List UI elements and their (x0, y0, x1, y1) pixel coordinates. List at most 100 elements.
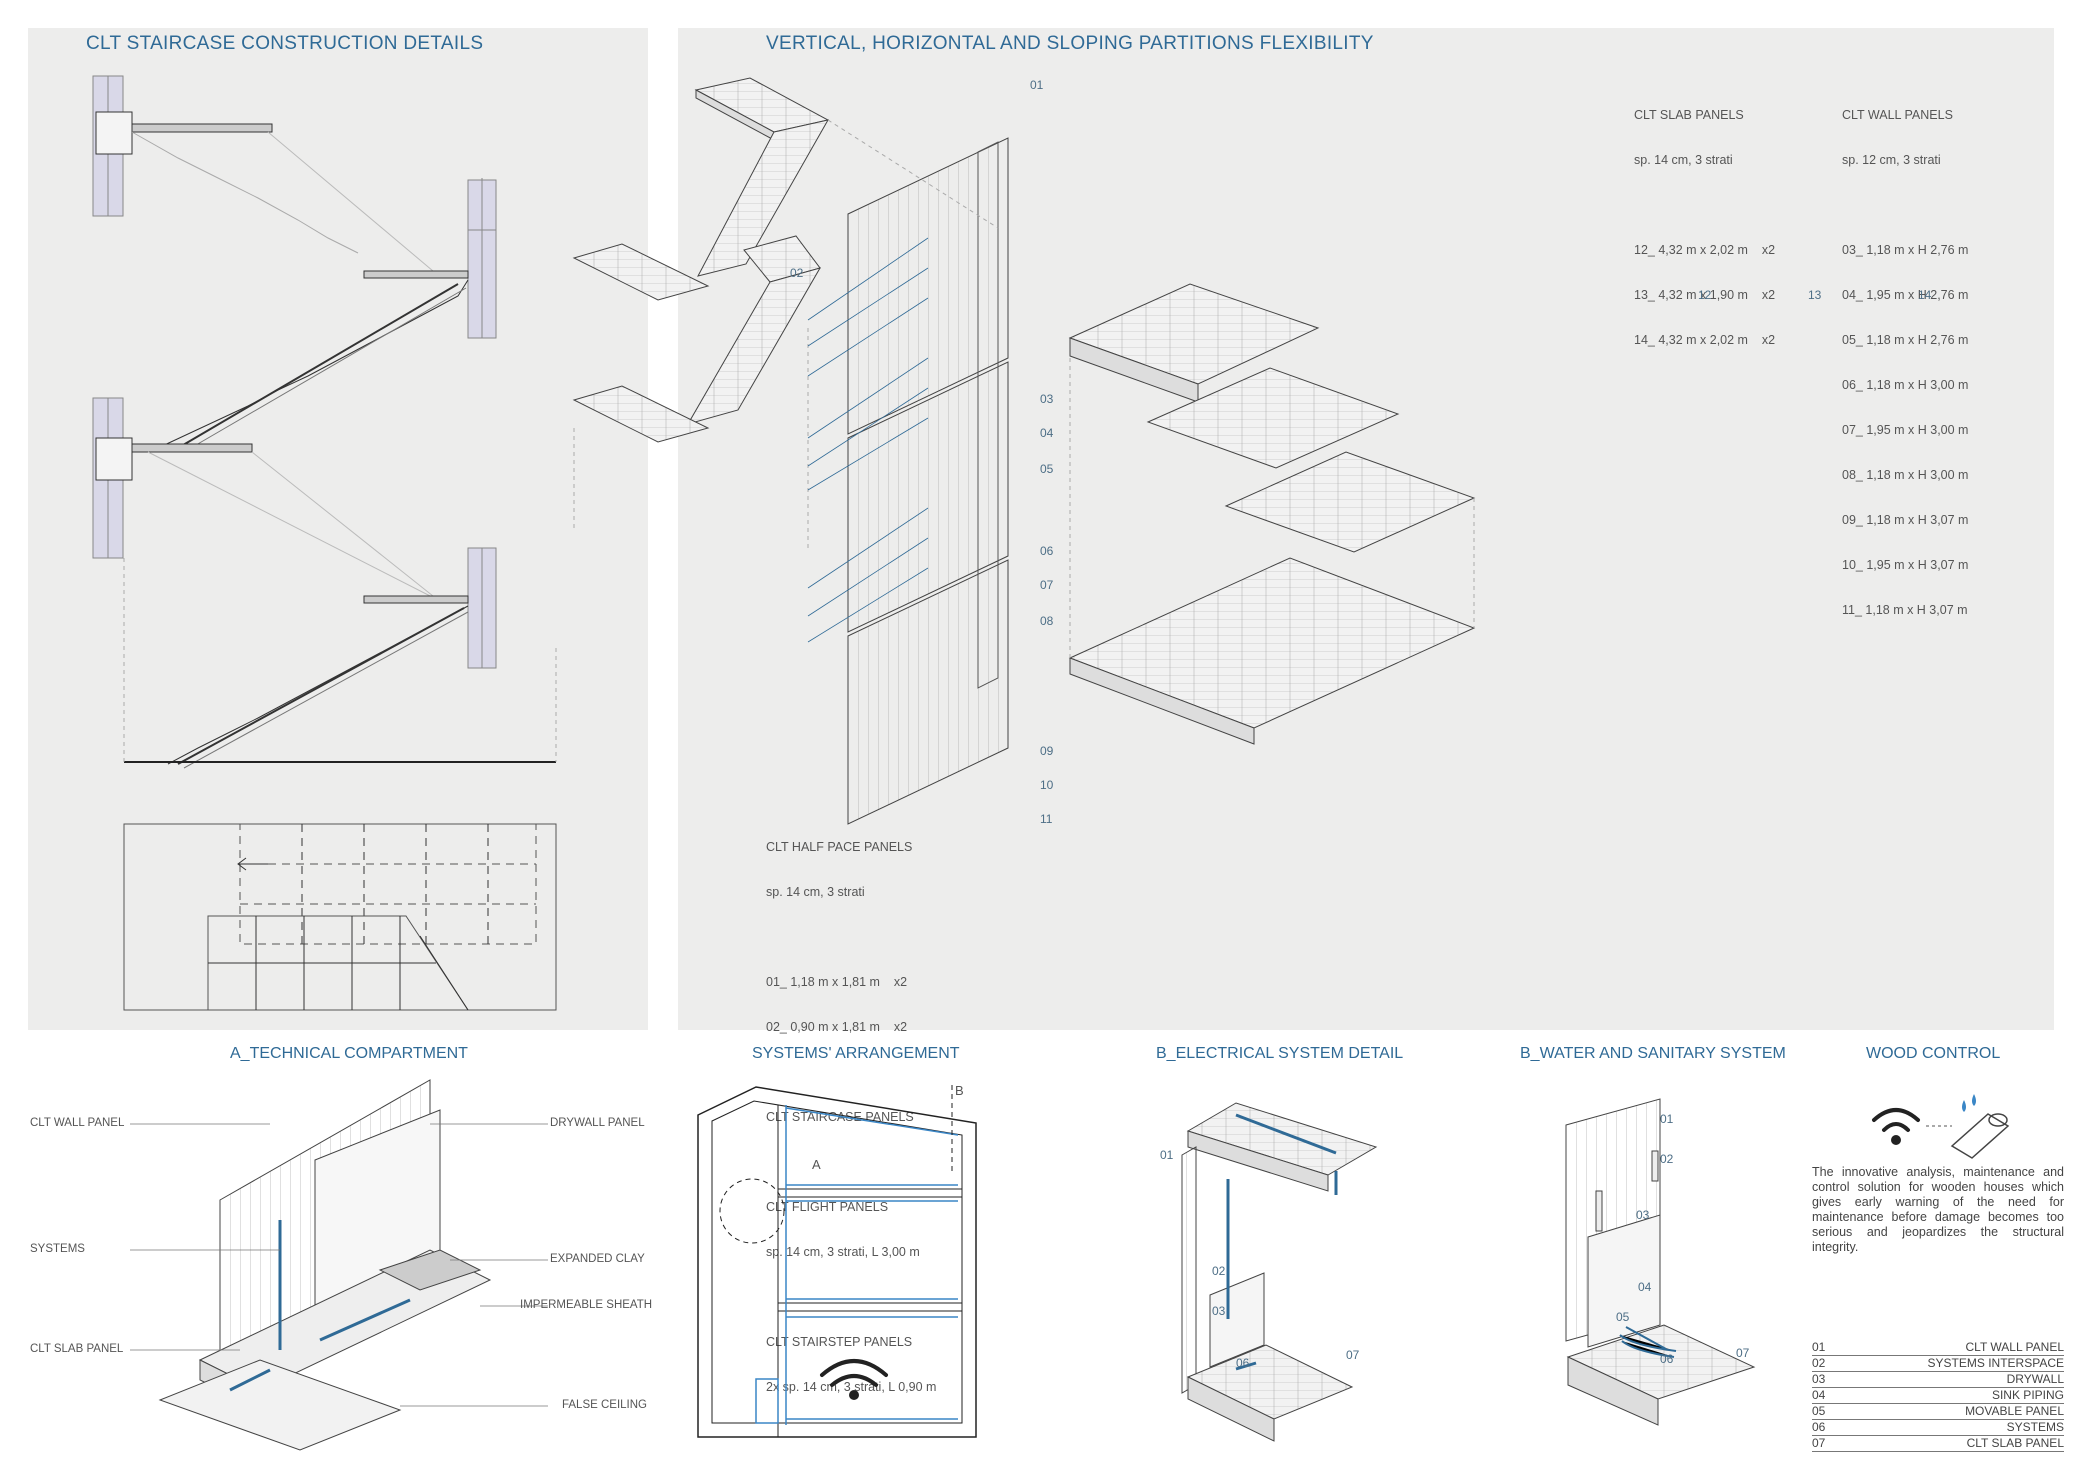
slab-panels-heading: CLT SLAB PANELS (1634, 108, 1744, 122)
staircase-panel (28, 28, 648, 1030)
legend-num: 04 (1812, 1388, 1826, 1402)
callout-14: 14 (1918, 288, 1932, 302)
legend: 01 CLT WALL PANEL 02 SYSTEMS INTERSPACE 03… (1812, 1340, 2064, 1452)
elec-callout-06: 06 (1236, 1356, 1250, 1370)
callout-11: 11 (1040, 812, 1053, 826)
elec-callout-01: 01 (1160, 1148, 1174, 1162)
wood-control-icons (1872, 1094, 2010, 1159)
callout-08: 08 (1040, 614, 1054, 628)
marker-a: A (812, 1157, 821, 1172)
slab-panel-item: 14_ 4,32 m x 2,02 m x2 (1634, 333, 1776, 347)
water-title: B_WATER AND SANITARY SYSTEM (1520, 1045, 1786, 1062)
callout-05: 05 (1040, 462, 1054, 476)
marker-b: B (955, 1083, 964, 1098)
callout-01: 01 (1030, 78, 1044, 92)
legend-row: 02 SYSTEMS INTERSPACE (1812, 1356, 2064, 1372)
wood-control-title: WOOD CONTROL (1866, 1045, 2001, 1062)
slab-panel-item: 13_ 4,32 m x 1,90 m x2 (1634, 288, 1776, 302)
legend-num: 05 (1812, 1404, 1826, 1418)
water-drops-icon (1962, 1094, 1976, 1112)
legend-row: 05 MOVABLE PANEL (1812, 1404, 2064, 1420)
callout-12: 12 (1698, 288, 1712, 302)
systems-arrangement-drawing (697, 1085, 977, 1438)
partitions-title: VERTICAL, HORIZONTAL AND SLOPING PARTITI… (766, 33, 1374, 54)
legend-num: 01 (1812, 1340, 1826, 1354)
electrical-title: B_ELECTRICAL SYSTEM DETAIL (1156, 1045, 1404, 1062)
slab-panels-thickness: sp. 14 cm, 3 strati (1634, 153, 1733, 167)
wifi-icon (820, 1359, 888, 1400)
stairstep-panels-heading: CLT STAIRSTEP PANELS (766, 1335, 913, 1349)
callout-04: 04 (1040, 426, 1054, 440)
wall-panel-item: 08_ 1,18 m x H 3,00 m (1842, 468, 1969, 482)
elec-callout-07: 07 (1346, 1348, 1360, 1362)
water-callout-07: 07 (1736, 1346, 1750, 1360)
callout-09: 09 (1040, 744, 1054, 758)
water-callout-02: 02 (1660, 1152, 1674, 1166)
systems-title: SYSTEMS' ARRANGEMENT (752, 1045, 960, 1062)
slab-panel-item: 12_ 4,32 m x 2,02 m x2 (1634, 243, 1776, 257)
flight-panels-heading: CLT FLIGHT PANELS (766, 1200, 889, 1214)
water-callout-01: 01 (1660, 1112, 1674, 1126)
half-pace-item: 01_ 1,18 m x 1,81 m x2 (766, 975, 908, 989)
water-callout-04: 04 (1638, 1280, 1652, 1294)
technical-title: A_TECHNICAL COMPARTMENT (230, 1045, 468, 1062)
slab-panels-spec: CLT SLAB PANELS sp. 14 cm, 3 strati 12_ … (1634, 78, 1775, 363)
wall-panel-item: 09_ 1,18 m x H 3,07 m (1842, 513, 1969, 527)
legend-num: 07 (1812, 1436, 1826, 1450)
label-impermeable-sheath: IMPERMEABLE SHEATH (520, 1299, 653, 1311)
half-pace-item: 02_ 0,90 m x 1,81 m x2 (766, 1020, 908, 1034)
flight-panels-spec: sp. 14 cm, 3 strati, L 3,00 m (766, 1245, 920, 1259)
legend-label: SYSTEMS (2006, 1420, 2064, 1434)
water-callout-03: 03 (1636, 1208, 1650, 1222)
wood-log-icon (1950, 1113, 2010, 1159)
label-clt-wall-panel: CLT WALL PANEL (30, 1117, 125, 1129)
legend-label: MOVABLE PANEL (1965, 1404, 2064, 1418)
wall-panel-item: 05_ 1,18 m x H 2,76 m (1842, 333, 1969, 347)
wall-panels-spec: CLT WALL PANELS sp. 12 cm, 3 strati 03_ … (1842, 78, 1968, 633)
half-pace-thickness: sp. 14 cm, 3 strati (766, 885, 865, 899)
legend-label: CLT WALL PANEL (1965, 1340, 2064, 1354)
wall-panel-item: 04_ 1,95 m x H 2,76 m (1842, 288, 1969, 302)
callout-03: 03 (1040, 392, 1054, 406)
label-clt-slab-panel: CLT SLAB PANEL (30, 1343, 124, 1355)
callout-02: 02 (790, 266, 804, 280)
label-expanded-clay: EXPANDED CLAY (550, 1253, 645, 1265)
callout-07: 07 (1040, 578, 1054, 592)
wall-panel-item: 10_ 1,95 m x H 3,07 m (1842, 558, 1969, 572)
label-systems: SYSTEMS (30, 1243, 85, 1255)
wall-panels-heading: CLT WALL PANELS (1842, 108, 1953, 122)
half-pace-heading: CLT HALF PACE PANELS (766, 840, 913, 854)
water-callout-06: 06 (1660, 1352, 1674, 1366)
wood-control-description: The innovative analysis, maintenance and… (1812, 1165, 2064, 1254)
legend-num: 02 (1812, 1356, 1826, 1370)
legend-label: SYSTEMS INTERSPACE (1927, 1356, 2064, 1370)
label-false-ceiling: FALSE CEILING (562, 1399, 648, 1411)
callout-13: 13 (1808, 288, 1822, 302)
legend-label: SINK PIPING (1991, 1388, 2064, 1402)
wall-panel-item: 11_ 1,18 m x H 3,07 m (1842, 603, 1968, 617)
technical-compartment-drawing (130, 1079, 548, 1451)
wall-panel-item: 03_ 1,18 m x H 2,76 m (1842, 243, 1969, 257)
water-system-drawing (1565, 1098, 1756, 1426)
wall-panel-item: 06_ 1,18 m x H 3,00 m (1842, 378, 1969, 392)
partitions-exploded-drawing (572, 77, 1476, 825)
callout-10: 10 (1040, 778, 1054, 792)
electrical-detail-drawing (1181, 1102, 1378, 1442)
wifi-icon (1872, 1108, 1920, 1145)
legend-num: 06 (1812, 1420, 1826, 1434)
staircase-section-drawing (92, 75, 557, 1011)
staircase-title: CLT STAIRCASE CONSTRUCTION DETAILS (86, 33, 484, 54)
legend-row: 01 CLT WALL PANEL (1812, 1340, 2064, 1356)
legend-row: 06 SYSTEMS (1812, 1420, 2064, 1436)
legend-num: 03 (1812, 1372, 1826, 1386)
legend-label: CLT SLAB PANEL (1966, 1436, 2064, 1450)
water-callout-05: 05 (1616, 1310, 1630, 1324)
staircase-panels-heading: CLT STAIRCASE PANELS (766, 1110, 914, 1124)
wall-panel-item: 07_ 1,95 m x H 3,00 m (1842, 423, 1969, 437)
elec-callout-02: 02 (1212, 1264, 1226, 1278)
legend-row: 04 SINK PIPING (1812, 1388, 2064, 1404)
elec-callout-03: 03 (1212, 1304, 1226, 1318)
wall-panels-thickness: sp. 12 cm, 3 strati (1842, 153, 1941, 167)
callout-06: 06 (1040, 544, 1054, 558)
